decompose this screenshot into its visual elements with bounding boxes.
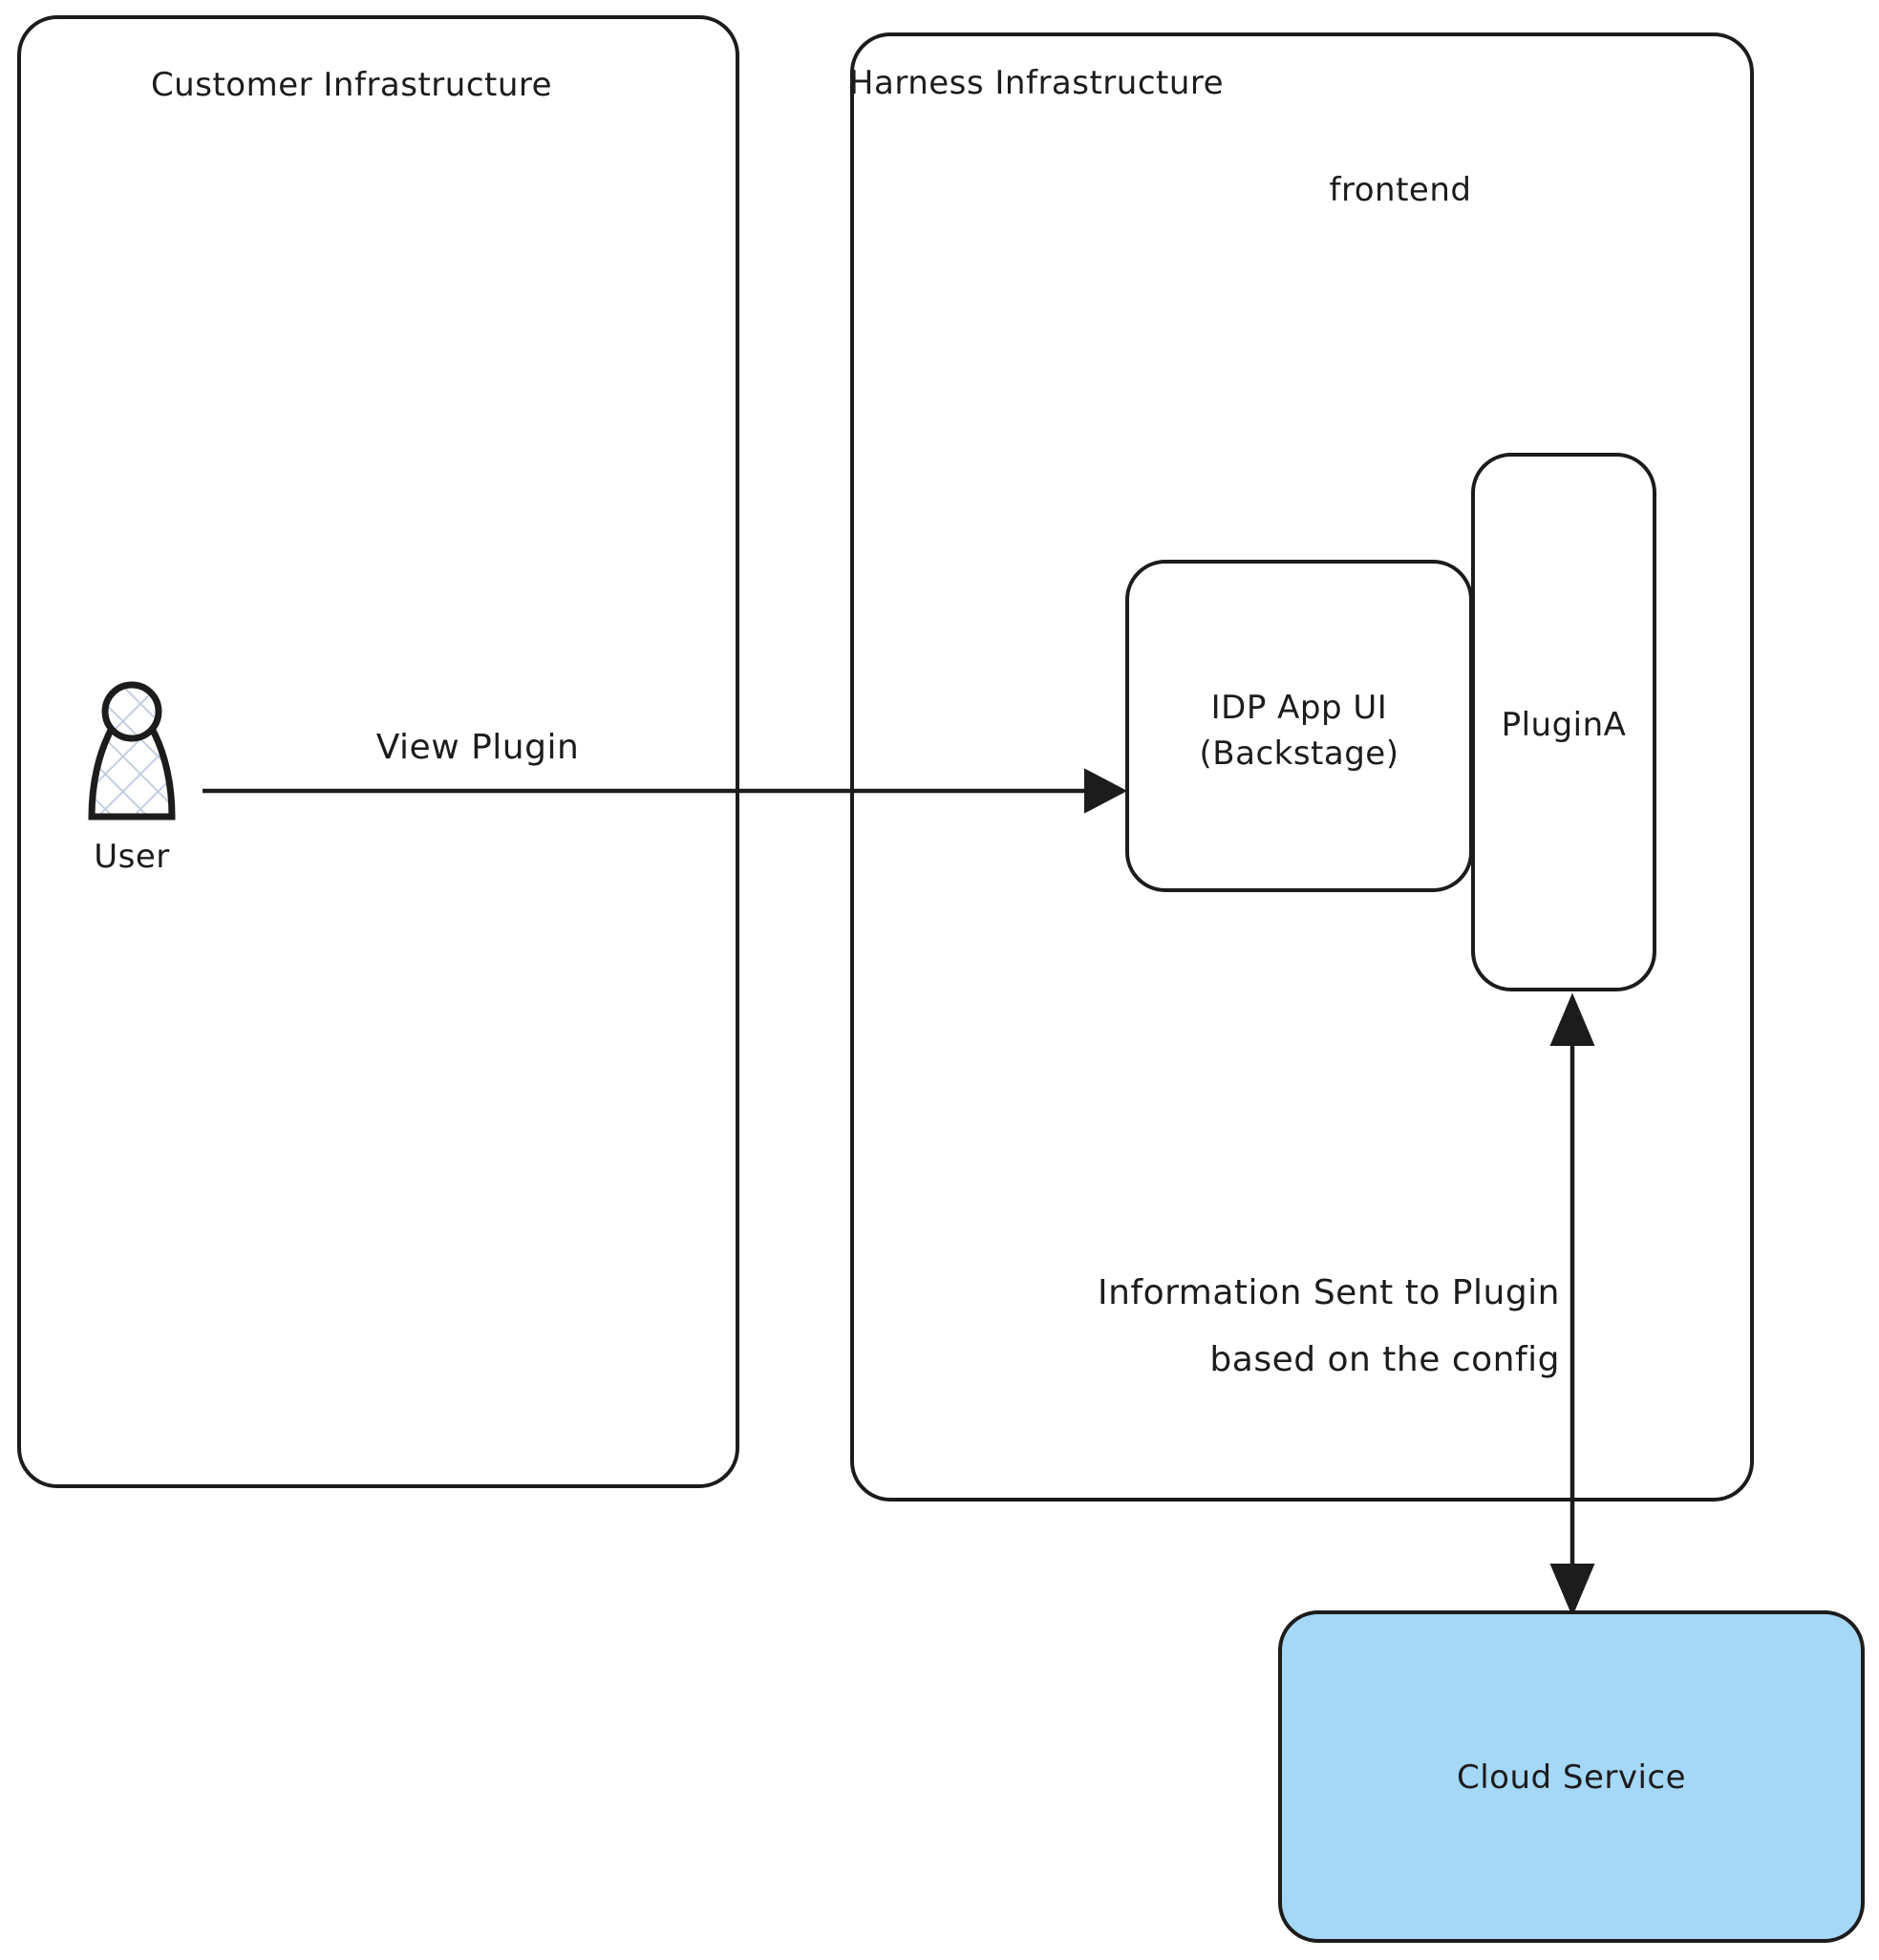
frontend-section-label: frontend bbox=[1330, 171, 1472, 209]
user-actor-icon bbox=[88, 681, 176, 820]
node-idp-app-ui[interactable]: IDP App UI (Backstage) bbox=[1125, 560, 1473, 892]
cloud-service-box[interactable] bbox=[1278, 1610, 1865, 1943]
plugin-a-label: PluginA bbox=[1502, 706, 1627, 744]
node-plugin-a[interactable]: PluginA bbox=[1471, 453, 1656, 991]
edge-information-sent-to-plugin: Information Sent to Plugin based on the … bbox=[1098, 992, 1595, 1617]
view-plugin-edge-label: View Plugin bbox=[376, 728, 580, 767]
user-head-shape bbox=[101, 681, 162, 742]
customer-infrastructure-box bbox=[17, 15, 739, 1488]
user-actor-label: User bbox=[94, 838, 170, 876]
container-customer-infrastructure: Customer Infrastructure bbox=[17, 15, 739, 1488]
idp-app-ui-label-line1: IDP App UI bbox=[1211, 689, 1388, 727]
cloud-plugin-arrow-head-up bbox=[1549, 992, 1595, 1046]
actor-user[interactable]: User bbox=[88, 681, 176, 876]
edge-view-plugin: View Plugin bbox=[203, 728, 1128, 814]
cloud-plugin-arrow-head-down bbox=[1549, 1564, 1595, 1617]
customer-infrastructure-label: Customer Infrastructure bbox=[151, 66, 552, 104]
node-cloud-service[interactable]: Cloud Service bbox=[1278, 1610, 1865, 1943]
cloud-service-label: Cloud Service bbox=[1457, 1758, 1686, 1797]
cloud-plugin-edge-label-line2: based on the config bbox=[1209, 1340, 1560, 1379]
idp-app-ui-label-line2: (Backstage) bbox=[1200, 735, 1399, 773]
view-plugin-arrow-head bbox=[1084, 768, 1128, 814]
plugin-a-box[interactable] bbox=[1471, 453, 1656, 991]
harness-infrastructure-label: Harness Infrastructure bbox=[849, 64, 1224, 102]
cloud-plugin-edge-label-line1: Information Sent to Plugin bbox=[1098, 1273, 1560, 1312]
